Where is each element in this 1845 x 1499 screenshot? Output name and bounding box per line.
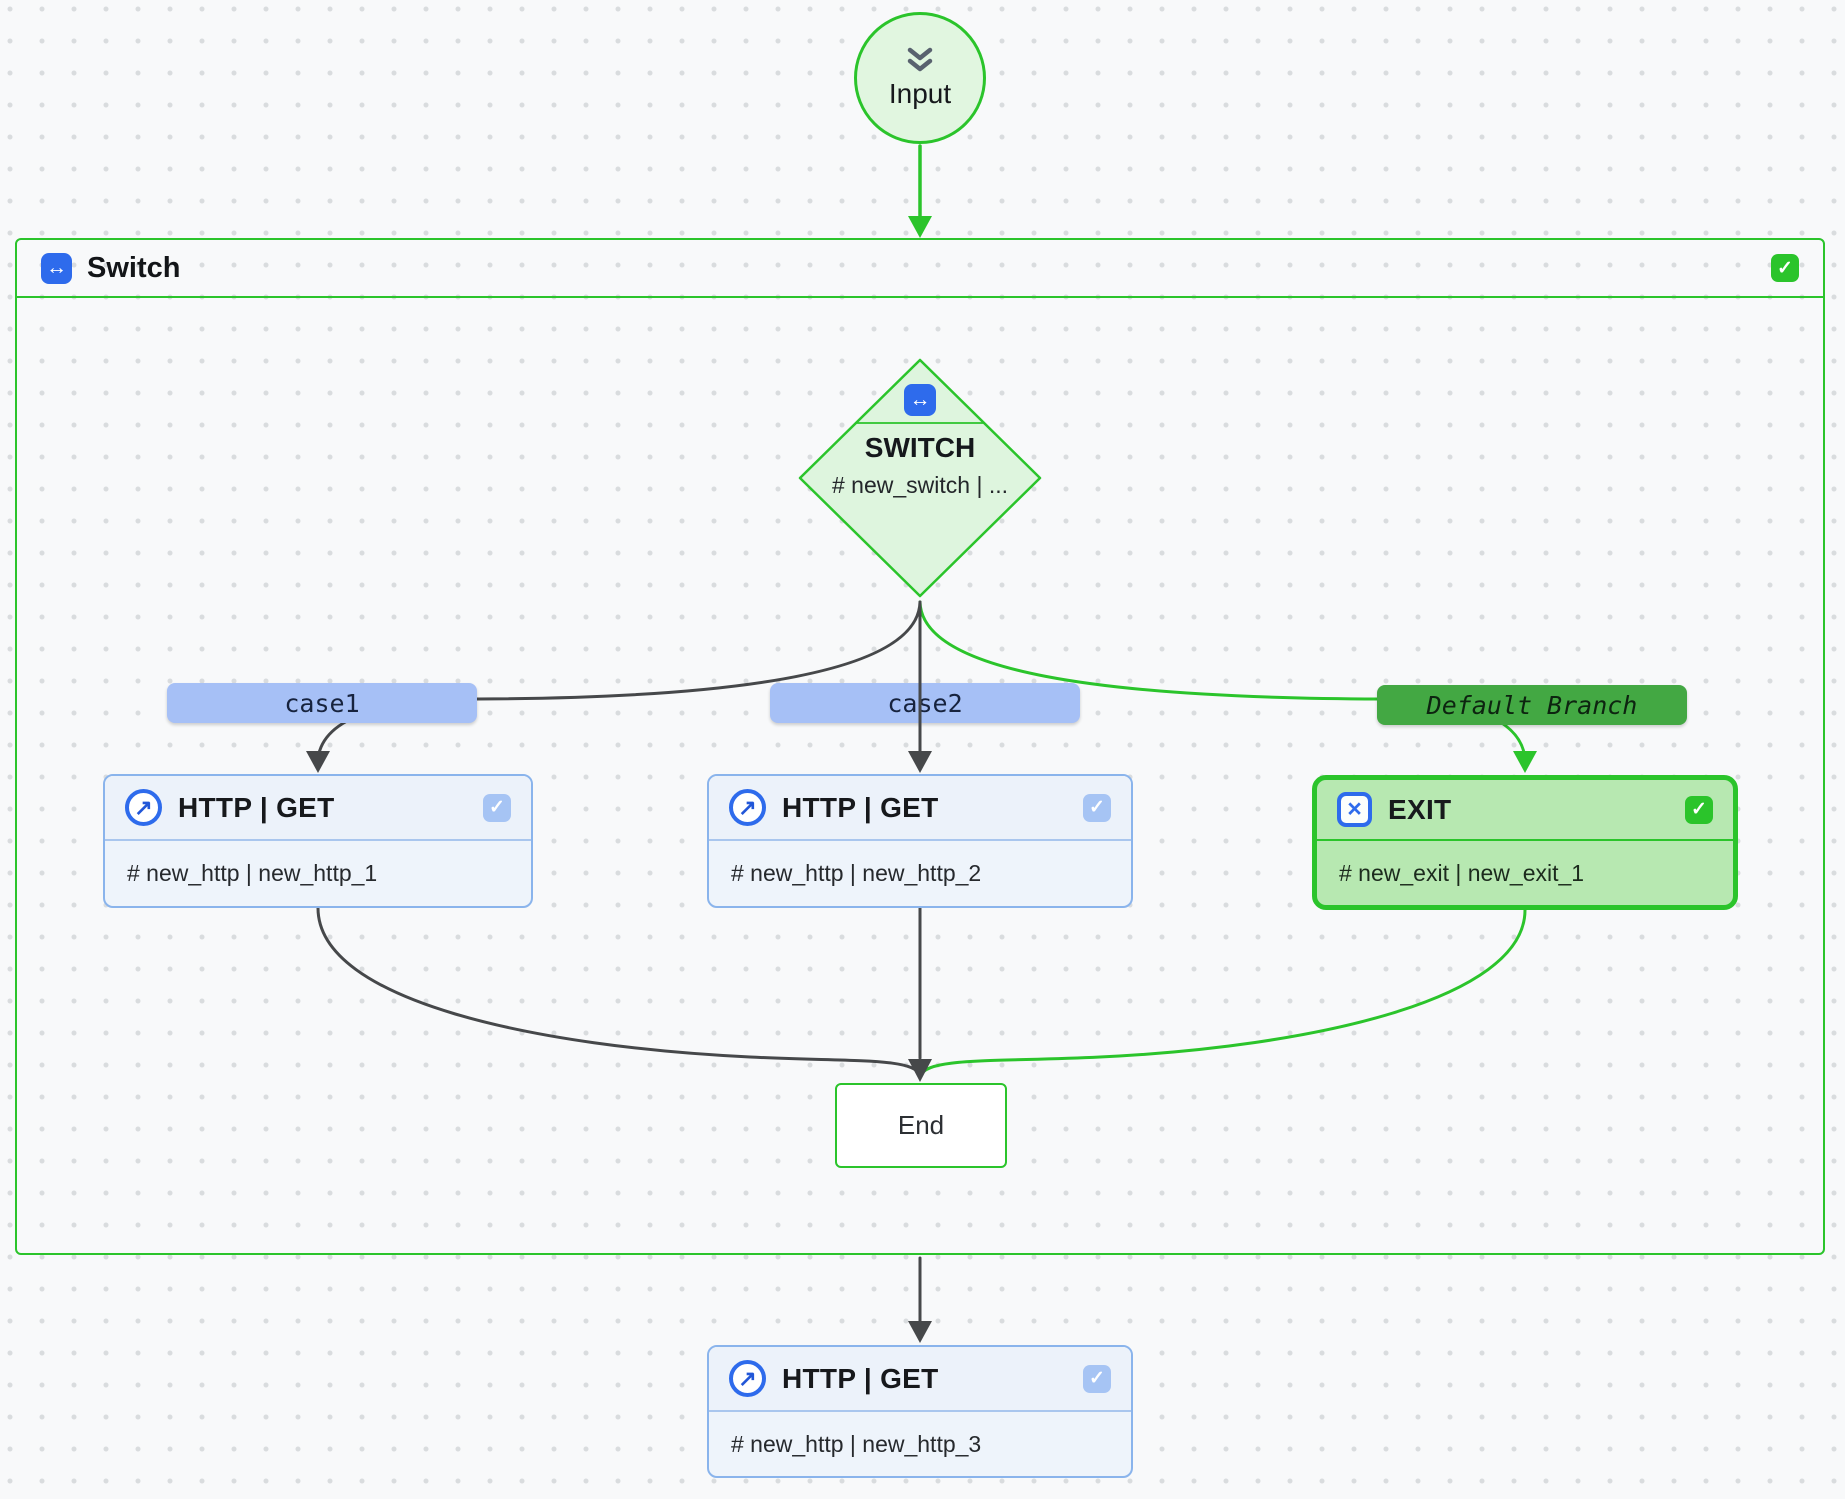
node-meta: # new_exit | new_exit_1 xyxy=(1339,859,1585,886)
switch-node[interactable]: ↔ SWITCH # new_switch | ... xyxy=(798,358,1042,598)
node-meta: # new_http | new_http_3 xyxy=(731,1430,982,1457)
switch-group-title: Switch xyxy=(87,251,181,284)
end-node[interactable]: End xyxy=(835,1083,1007,1168)
exit-node[interactable]: × EXIT ✓ # new_exit | new_exit_1 xyxy=(1312,775,1738,910)
switch-group-header: ↔ Switch ✓ xyxy=(17,240,1823,298)
input-node-label: Input xyxy=(888,77,952,109)
http-node-2[interactable]: ↗ HTTP | GET ✓ # new_http | new_http_2 xyxy=(707,774,1133,908)
branch-label-case1[interactable]: case1 xyxy=(167,683,477,723)
node-title: EXIT xyxy=(1388,793,1452,825)
node-header: ↗ HTTP | GET ✓ xyxy=(709,1347,1131,1412)
switch-group-checkbox[interactable]: ✓ xyxy=(1771,254,1799,282)
http-arrow-icon: ↗ xyxy=(729,789,766,826)
arrowhead-http3 xyxy=(908,1321,932,1343)
http-node-1[interactable]: ↗ HTTP | GET ✓ # new_http | new_http_1 xyxy=(103,774,533,908)
node-header: × EXIT ✓ xyxy=(1317,780,1733,841)
branch-label-default[interactable]: Default Branch xyxy=(1377,685,1687,725)
http-node-3-checkbox[interactable]: ✓ xyxy=(1083,1364,1111,1393)
switch-icon: ↔ xyxy=(904,384,936,416)
http-arrow-icon: ↗ xyxy=(125,789,162,826)
node-title: HTTP | GET xyxy=(782,1362,939,1394)
node-title: HTTP | GET xyxy=(782,791,939,823)
node-header: ↗ HTTP | GET ✓ xyxy=(709,776,1131,841)
switch-icon: ↔ xyxy=(41,252,72,284)
diamond-shape xyxy=(798,358,1042,598)
switch-group[interactable]: ↔ Switch ✓ xyxy=(15,238,1825,1255)
node-meta: # new_http | new_http_1 xyxy=(127,860,378,886)
input-node[interactable]: Input xyxy=(854,12,986,144)
http-node-3[interactable]: ↗ HTTP | GET ✓ # new_http | new_http_3 xyxy=(707,1345,1133,1478)
http-node-1-checkbox[interactable]: ✓ xyxy=(483,793,511,822)
switch-node-title: SWITCH xyxy=(864,432,976,463)
http-node-2-checkbox[interactable]: ✓ xyxy=(1083,793,1111,822)
exit-node-checkbox[interactable]: ✓ xyxy=(1685,795,1713,824)
double-chevron-down-icon xyxy=(907,47,933,71)
http-arrow-icon: ↗ xyxy=(729,1360,766,1397)
switch-node-meta: # new_switch | ... xyxy=(832,472,1008,498)
node-title: HTTP | GET xyxy=(178,791,335,823)
node-header: ↗ HTTP | GET ✓ xyxy=(105,776,531,841)
node-meta: # new_http | new_http_2 xyxy=(731,860,982,886)
exit-cross-icon: × xyxy=(1337,792,1372,827)
arrowhead-input-to-switch xyxy=(908,216,932,238)
branch-label-case2[interactable]: case2 xyxy=(770,683,1080,723)
